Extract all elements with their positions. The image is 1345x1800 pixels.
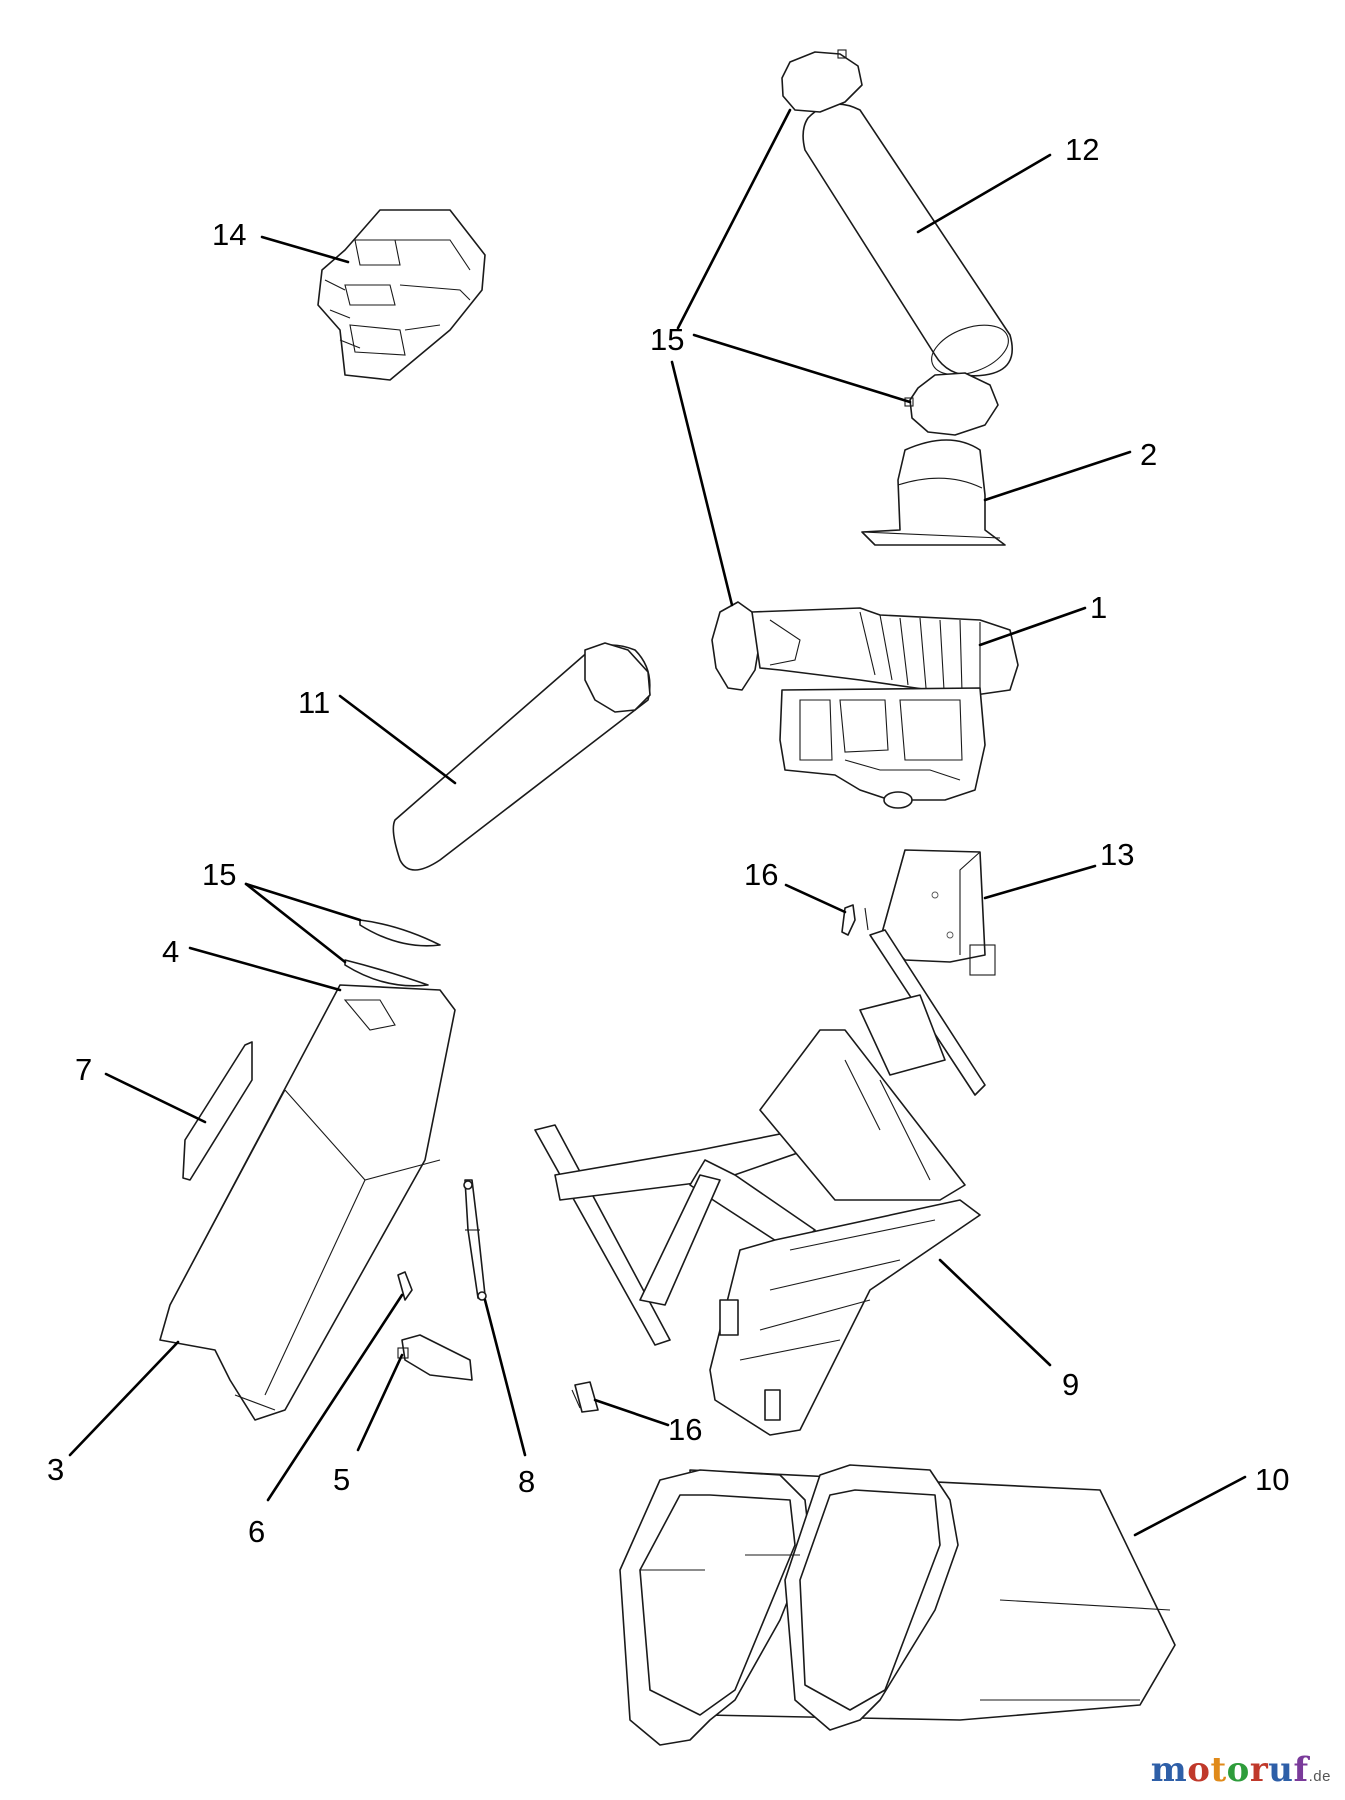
leader-16-top (784, 883, 847, 914)
part-15-clamp-left (711, 601, 761, 691)
leader-12 (916, 153, 1052, 234)
callout-9: 9 (1062, 1367, 1079, 1402)
watermark-letter: f (1293, 1750, 1309, 1790)
callout-1: 1 (1090, 590, 1107, 625)
callout-3: 3 (47, 1452, 64, 1487)
brand-watermark: motoruf.de (1151, 1750, 1331, 1790)
part-9-frame (534, 929, 986, 1436)
watermark-suffix: .de (1308, 1768, 1331, 1785)
watermark-brand: motoruf (1151, 1750, 1309, 1790)
part-16-clip-bottom (571, 1381, 599, 1413)
watermark-letter: m (1150, 1750, 1188, 1790)
callout-15-upper: 15 (650, 322, 684, 357)
callout-6: 6 (248, 1514, 265, 1549)
callout-12: 12 (1065, 132, 1099, 167)
callout-8: 8 (518, 1464, 535, 1499)
callout-13: 13 (1100, 837, 1134, 872)
part-8-gas-spring (463, 1179, 487, 1301)
leader-3 (68, 1340, 180, 1457)
part-14-block (317, 209, 486, 381)
callout-10: 10 (1255, 1462, 1289, 1497)
leader-13 (983, 864, 1097, 900)
part-7-plate (182, 1041, 253, 1181)
callout-15-lower: 15 (202, 857, 236, 892)
callout-14: 14 (212, 217, 246, 252)
callout-4: 4 (162, 934, 179, 969)
part-15-clamp-top (781, 49, 863, 113)
callout-16-bottom: 16 (668, 1412, 702, 1447)
watermark-letter: u (1268, 1750, 1294, 1790)
part-1-blower-engine (751, 607, 1019, 809)
leader-15-top (676, 108, 792, 330)
watermark-letter: t (1210, 1750, 1227, 1790)
part-13-bracket (879, 849, 996, 976)
leader-15-strip-b (244, 882, 347, 964)
leader-11 (338, 694, 457, 785)
part-15-clamp-mid (904, 372, 999, 436)
part-5-handle (397, 1334, 473, 1381)
leader-6 (266, 1293, 404, 1502)
part-10-bags (619, 1464, 1176, 1746)
leader-2 (983, 450, 1132, 502)
callout-labels: 14 12 15 2 1 11 15 4 7 16 13 9 16 3 5 6 … (47, 132, 1289, 1549)
watermark-letter: o (1226, 1750, 1250, 1790)
part-2-chute-adapter (861, 439, 1006, 546)
leader-7 (104, 1072, 207, 1124)
leader-5 (356, 1353, 404, 1452)
leader-16-bottom (593, 1398, 670, 1427)
part-12-tube (802, 103, 1013, 377)
leader-1 (978, 606, 1087, 647)
leader-15-strip-a (244, 882, 362, 922)
leader-9 (938, 1258, 1052, 1367)
leader-15-left (670, 360, 734, 607)
watermark-letter: r (1249, 1750, 1269, 1790)
part-16-pin-top (841, 904, 869, 936)
watermark-letter: o (1187, 1750, 1211, 1790)
part-6-latch (397, 1271, 413, 1301)
leader-4 (188, 946, 342, 992)
part-11-tube (392, 642, 651, 871)
callout-7: 7 (75, 1052, 92, 1087)
part-15-strips (344, 919, 441, 987)
leader-14 (260, 235, 350, 264)
leader-15-mid (692, 333, 912, 404)
callout-5: 5 (333, 1462, 350, 1497)
part-3-hopper (159, 984, 456, 1421)
callout-16-top: 16 (744, 857, 778, 892)
leader-8 (483, 1298, 527, 1457)
leader-10 (1133, 1475, 1247, 1537)
callout-11: 11 (298, 685, 330, 720)
callout-2: 2 (1140, 437, 1157, 472)
leader-lines (68, 108, 1247, 1537)
